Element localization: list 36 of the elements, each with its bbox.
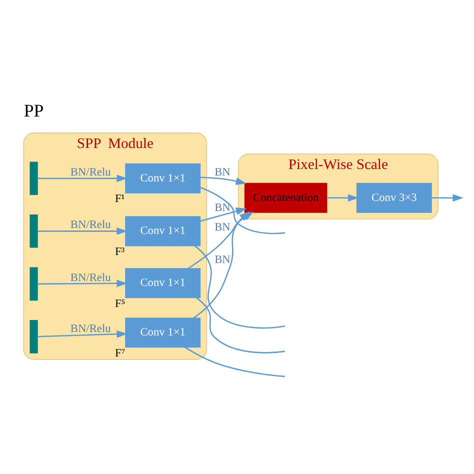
node-label: F¹ [114, 193, 125, 206]
edge-label: BN [214, 202, 230, 214]
arrow [38, 227, 128, 235]
edge-label: BN [214, 254, 230, 266]
edge-label: BN/Relu [70, 322, 111, 335]
edge-label: BN [214, 166, 230, 178]
node-bar [30, 214, 38, 248]
edge-label: BN/Relu [70, 166, 111, 178]
node-box: Conv 1×1 [125, 268, 201, 298]
arrow [38, 280, 128, 288]
node-label: F³ [114, 246, 125, 258]
connector [200, 186, 285, 234]
node-bar [30, 162, 38, 196]
arrow [432, 194, 464, 202]
node-box: Conv 1×1 [125, 216, 201, 246]
arrow [38, 174, 128, 182]
edge-label: BN [214, 222, 230, 234]
arrow [326, 194, 359, 202]
node-label: F⁷ [114, 347, 126, 360]
connector [194, 245, 286, 329]
arrow [193, 211, 250, 318]
edge-label: BN/Relu [70, 219, 111, 232]
connector [196, 297, 285, 354]
arrow [200, 208, 247, 222]
arrow [200, 176, 247, 185]
node-bar [30, 267, 38, 301]
label: PP [24, 100, 44, 120]
edge-label: BN/Relu [70, 272, 111, 284]
node-bar [30, 320, 38, 354]
node-box: Conv 1×1 [125, 318, 201, 348]
node-label: F⁵ [114, 298, 126, 310]
node-box: Conv 1×1 [125, 163, 201, 194]
node-box: Concatenation [244, 182, 328, 213]
node-box: Conv 3×3 [356, 182, 432, 213]
connector [184, 346, 285, 378]
arrow [37, 330, 128, 338]
